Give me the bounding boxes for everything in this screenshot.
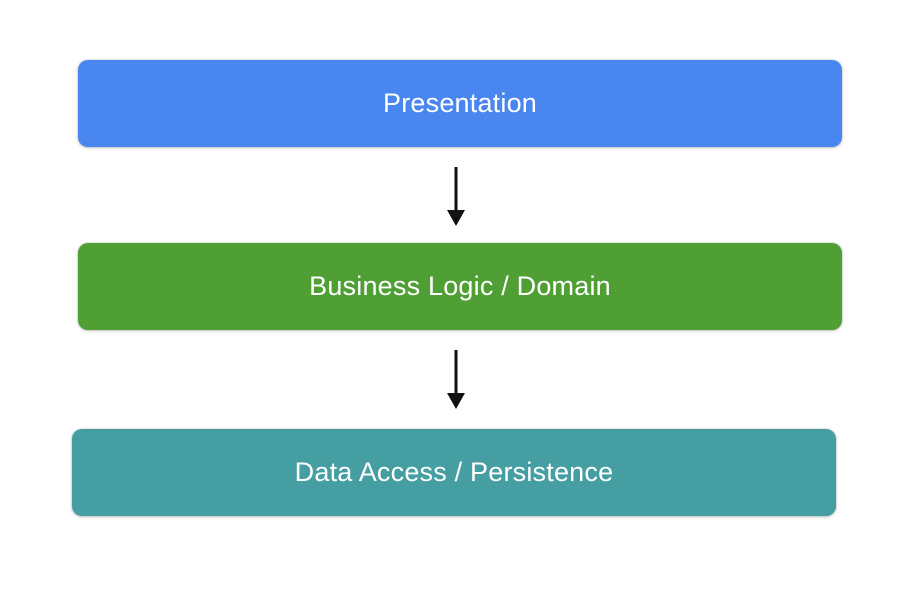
layer-box-data-access: Data Access / Persistence xyxy=(72,429,836,516)
down-arrow-icon xyxy=(447,350,465,409)
layer-box-business-logic: Business Logic / Domain xyxy=(78,243,842,330)
layer-label-business-logic: Business Logic / Domain xyxy=(309,271,611,301)
layer-label-data-access: Data Access / Persistence xyxy=(294,457,614,487)
down-arrow-icon xyxy=(447,167,465,226)
layer-box-presentation: Presentation xyxy=(78,60,842,147)
layer-label-presentation: Presentation xyxy=(383,88,537,118)
